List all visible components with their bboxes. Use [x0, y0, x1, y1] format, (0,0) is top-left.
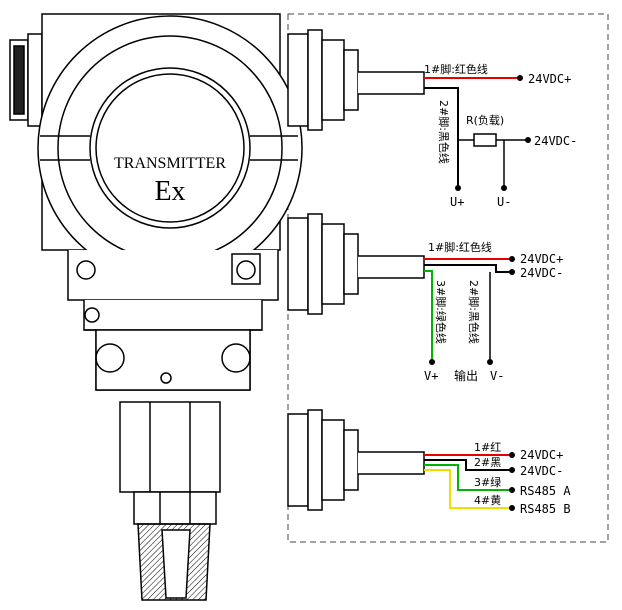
transmitter-housing	[9, 13, 303, 601]
two-wire-terminal-minus: U-	[497, 195, 511, 209]
cable-gland-top	[287, 29, 359, 131]
three-wire-section	[358, 255, 515, 365]
rs485-wire3-label: 3#绿	[474, 475, 501, 489]
two-wire-wire1-label: 1#脚:红色线	[424, 62, 488, 76]
three-wire-wire1-label: 1#脚:红色线	[428, 240, 492, 254]
rs485-wire4-label: 4#黄	[474, 493, 501, 507]
two-wire-wire2-label: 2#脚:黑色线	[437, 100, 451, 164]
transmitter-label: TRANSMITTER	[114, 155, 226, 172]
rs485-section	[358, 451, 515, 511]
three-wire-terminal-minus: V-	[490, 369, 504, 383]
three-wire-wire2-label: 2#脚:黑色线	[467, 280, 481, 344]
rs485-bus-b: RS485 B	[520, 502, 571, 516]
rs485-supply-plus: 24VDC+	[520, 448, 563, 462]
two-wire-terminal-plus: U+	[450, 195, 464, 209]
rs485-supply-minus: 24VDC-	[520, 464, 563, 478]
cable-gland-bottom	[287, 409, 359, 511]
cable-gland-middle	[287, 213, 359, 315]
two-wire-load-label: R(负载)	[466, 113, 504, 127]
rs485-bus-a: RS485 A	[520, 484, 571, 498]
two-wire-supply-minus: 24VDC-	[534, 134, 577, 148]
two-wire-section	[358, 71, 531, 191]
three-wire-terminal-plus: V+	[424, 369, 438, 383]
rs485-wire2-label: 2#黑	[474, 456, 501, 469]
ex-mark: Ex	[154, 176, 185, 207]
three-wire-supply-minus: 24VDC-	[520, 266, 563, 280]
two-wire-supply-plus: 24VDC+	[528, 72, 571, 86]
three-wire-supply-plus: 24VDC+	[520, 252, 563, 266]
three-wire-wire3-label: 3#脚:绿色线	[434, 280, 448, 344]
rs485-wire1-label: 1#红	[474, 441, 501, 454]
three-wire-terminal-out: 输出	[454, 368, 478, 383]
